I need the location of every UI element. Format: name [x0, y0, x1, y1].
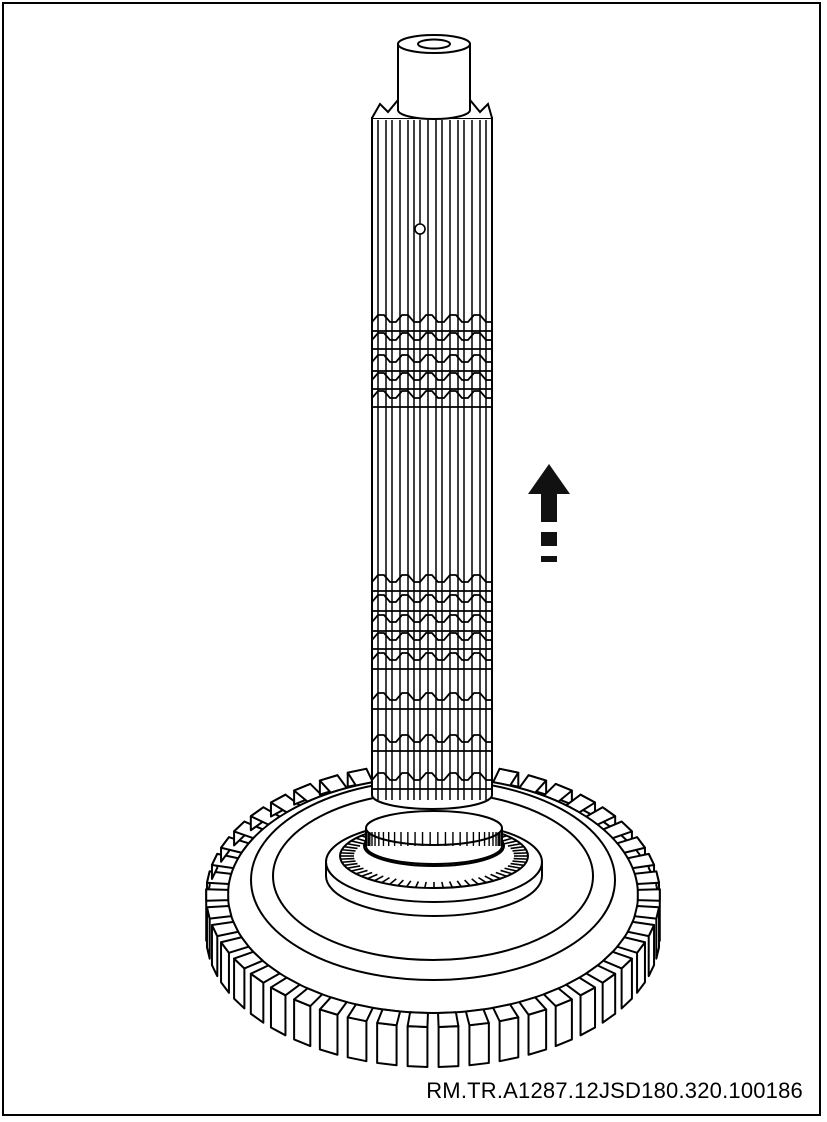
sync-tooth [347, 842, 361, 847]
gear-tooth [527, 1008, 548, 1056]
spline-band [371, 354, 492, 363]
gear-tooth-top [376, 1008, 402, 1027]
sync-tooth [340, 852, 355, 855]
sync-tooth [347, 865, 361, 870]
gear-tooth-top [492, 1003, 520, 1023]
gear-tooth-top [406, 1011, 429, 1028]
sync-tooth [504, 840, 518, 845]
sync-tooth [343, 862, 358, 867]
gear-tooth-top [464, 1008, 490, 1027]
splined-mainshaft [371, 96, 493, 810]
sync-tooth [490, 873, 501, 880]
gear-tooth-top [636, 888, 661, 902]
sync-tooth [513, 857, 528, 860]
sync-tooth [340, 857, 355, 860]
spline-band [371, 734, 492, 743]
reference-code: RM.TR.A1287.12JSD180.320.100186 [426, 1078, 803, 1103]
sync-tooth [367, 873, 378, 880]
sync-tooth [350, 840, 364, 845]
gear-tooth-top [205, 888, 230, 902]
sync-tooth [424, 881, 427, 889]
gear-tooth-top [233, 950, 264, 970]
sync-tooth [512, 848, 527, 852]
gear-tooth [318, 1008, 339, 1056]
spline-band [371, 772, 492, 781]
gear-tooth-top [318, 996, 348, 1016]
gear-tooth [468, 1021, 490, 1067]
spline-band [371, 372, 492, 381]
gear-tooth [437, 1025, 460, 1068]
spline-band [371, 332, 492, 341]
sync-tooth [456, 880, 462, 888]
gear-tooth [498, 1016, 520, 1063]
gear-tooth-top [565, 976, 597, 997]
sync-tooth [495, 871, 507, 878]
sync-tooth [397, 879, 404, 887]
shaft-end-tube [397, 34, 471, 120]
gear-tooth-top [585, 964, 617, 984]
sync-tooth [350, 867, 364, 872]
spline-band [371, 574, 492, 583]
gear-tooth [406, 1025, 429, 1068]
gear-tooth-top [269, 976, 301, 997]
gear-tooth-top [542, 987, 573, 1008]
sync-tooth [507, 842, 521, 847]
gear-tooth-top [602, 950, 633, 970]
sync-tooth [471, 878, 479, 885]
gear-tooth-top [249, 964, 281, 984]
gear-tooth [293, 998, 312, 1048]
spline-band [371, 314, 492, 323]
gear-tooth [376, 1021, 398, 1067]
sync-tooth [512, 860, 527, 864]
sync-tooth [507, 865, 521, 870]
spline-band [371, 632, 492, 641]
sync-tooth [478, 876, 487, 884]
spline-band [371, 652, 492, 661]
sync-tooth [341, 860, 356, 864]
sync-tooth [414, 881, 420, 888]
sync-tooth [341, 848, 356, 852]
sync-tooth [406, 880, 412, 888]
spline-band [371, 390, 492, 399]
sync-tooth [361, 871, 373, 878]
sync-tooth [381, 876, 390, 884]
gear-tooth-top [293, 987, 324, 1008]
sync-tooth [500, 869, 513, 875]
gear-tooth-top [616, 936, 646, 954]
sync-tooth [513, 852, 528, 855]
spline-band [371, 614, 492, 623]
gear-tooth-top [210, 920, 240, 938]
synchronizer-ring [325, 810, 543, 917]
sync-tooth [389, 878, 397, 885]
sync-tooth [343, 845, 358, 850]
sync-tooth [504, 867, 518, 872]
sync-tooth [510, 845, 525, 850]
gear-tooth-top [205, 870, 233, 886]
gear-tooth-top [437, 1011, 460, 1028]
gear-tooth-top [626, 920, 656, 938]
gear-tooth [554, 998, 573, 1048]
spline-band [371, 692, 492, 701]
gear-tooth-top [633, 870, 661, 886]
sync-tooth [448, 881, 454, 888]
gear-tooth-top [346, 1003, 374, 1023]
sync-tooth [441, 881, 444, 889]
gear-tooth [346, 1016, 368, 1063]
gear-tooth-top [633, 904, 661, 920]
sync-tooth [373, 875, 384, 882]
gear-tooth-top [518, 996, 548, 1016]
sync-tooth [464, 879, 471, 887]
spline-band [371, 594, 492, 603]
sync-tooth [484, 875, 495, 882]
arrow-up-icon [528, 464, 570, 562]
sync-tooth [355, 869, 368, 875]
sync-tooth [510, 862, 525, 867]
gear-tooth-top [220, 936, 250, 954]
gear-tooth-top [205, 904, 233, 920]
